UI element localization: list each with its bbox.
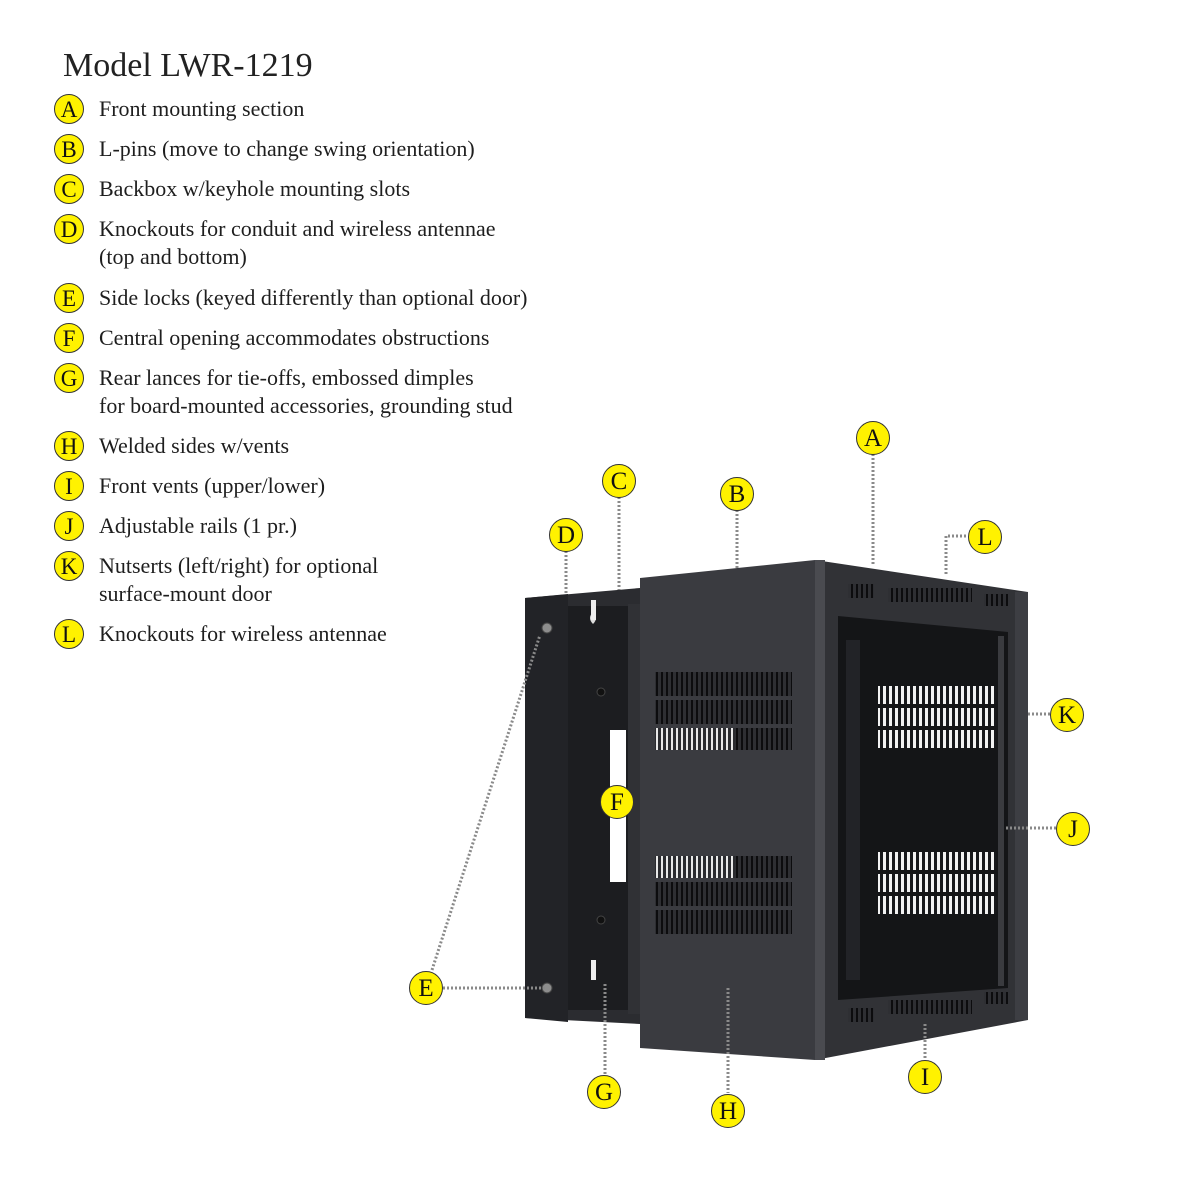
callout-a: A [856, 421, 890, 455]
badge-j-icon: J [54, 511, 84, 541]
legend-item-a: A Front mounting section [54, 94, 304, 124]
legend-item-c: C Backbox w/keyhole mounting slots [54, 174, 410, 204]
callout-g: G [587, 1075, 621, 1109]
legend-item-k: K Nutserts (left/right) for optional sur… [54, 551, 378, 608]
badge-d-icon: D [54, 214, 84, 244]
callout-i: I [908, 1060, 942, 1094]
callout-h: H [711, 1094, 745, 1128]
leader-lines [430, 454, 1056, 1093]
legend-item-l: L Knockouts for wireless antennae [54, 619, 387, 649]
side-lock-bottom [541, 982, 553, 994]
legend-text: Front vents (upper/lower) [99, 473, 326, 498]
callout-b: B [720, 477, 754, 511]
legend-text: Nutserts (left/right) for optional surfa… [99, 553, 379, 606]
legend-text: Welded sides w/vents [99, 433, 290, 458]
legend-item-j: J Adjustable rails (1 pr.) [54, 511, 297, 541]
model-title: Model LWR-1219 [63, 47, 313, 84]
legend-item-h: H Welded sides w/vents [54, 431, 289, 461]
legend-text: Rear lances for tie-offs, embossed dimpl… [99, 365, 513, 418]
adjustable-rail [998, 636, 1004, 986]
badge-h-icon: H [54, 431, 84, 461]
legend-text: Knockouts for conduit and wireless anten… [99, 216, 496, 269]
badge-k-icon: K [54, 551, 84, 581]
leader-l [944, 534, 968, 574]
legend-text: Side locks (keyed differently than optio… [99, 285, 528, 310]
legend-item-i: I Front vents (upper/lower) [54, 471, 325, 501]
backbox [525, 588, 640, 1024]
side-panel [640, 560, 815, 1060]
callout-l: L [968, 520, 1002, 554]
badge-a-icon: A [54, 94, 84, 124]
legend-text: Knockouts for wireless antennae [99, 621, 387, 646]
badge-e-icon: E [54, 283, 84, 313]
legend-item-b: B L-pins (move to change swing orientati… [54, 134, 475, 164]
legend-text: L-pins (move to change swing orientation… [99, 136, 475, 161]
badge-l-icon: L [54, 619, 84, 649]
side-lock-top [541, 622, 553, 634]
legend-item-g: G Rear lances for tie-offs, embossed dim… [54, 363, 513, 420]
callout-j: J [1056, 812, 1090, 846]
legend-text: Adjustable rails (1 pr.) [99, 513, 297, 538]
leader-e2 [430, 634, 542, 971]
legend-item-d: D Knockouts for conduit and wireless ant… [54, 214, 496, 271]
legend-item-f: F Central opening accommodates obstructi… [54, 323, 489, 353]
callout-c: C [602, 464, 636, 498]
callout-f: F [600, 785, 634, 819]
keyhole-bottom [591, 960, 596, 980]
badge-c-icon: C [54, 174, 84, 204]
callout-k: K [1050, 698, 1084, 732]
callout-d: D [549, 518, 583, 552]
badge-i-icon: I [54, 471, 84, 501]
badge-f-icon: F [54, 323, 84, 353]
legend-text: Central opening accommodates obstruction… [99, 325, 490, 350]
badge-g-icon: G [54, 363, 84, 393]
keyhole-top [591, 600, 596, 620]
badge-b-icon: B [54, 134, 84, 164]
legend-text: Front mounting section [99, 96, 305, 121]
front-section [815, 560, 1028, 1060]
legend-item-e: E Side locks (keyed differently than opt… [54, 283, 527, 313]
legend-text: Backbox w/keyhole mounting slots [99, 176, 411, 201]
callout-e: E [409, 971, 443, 1005]
